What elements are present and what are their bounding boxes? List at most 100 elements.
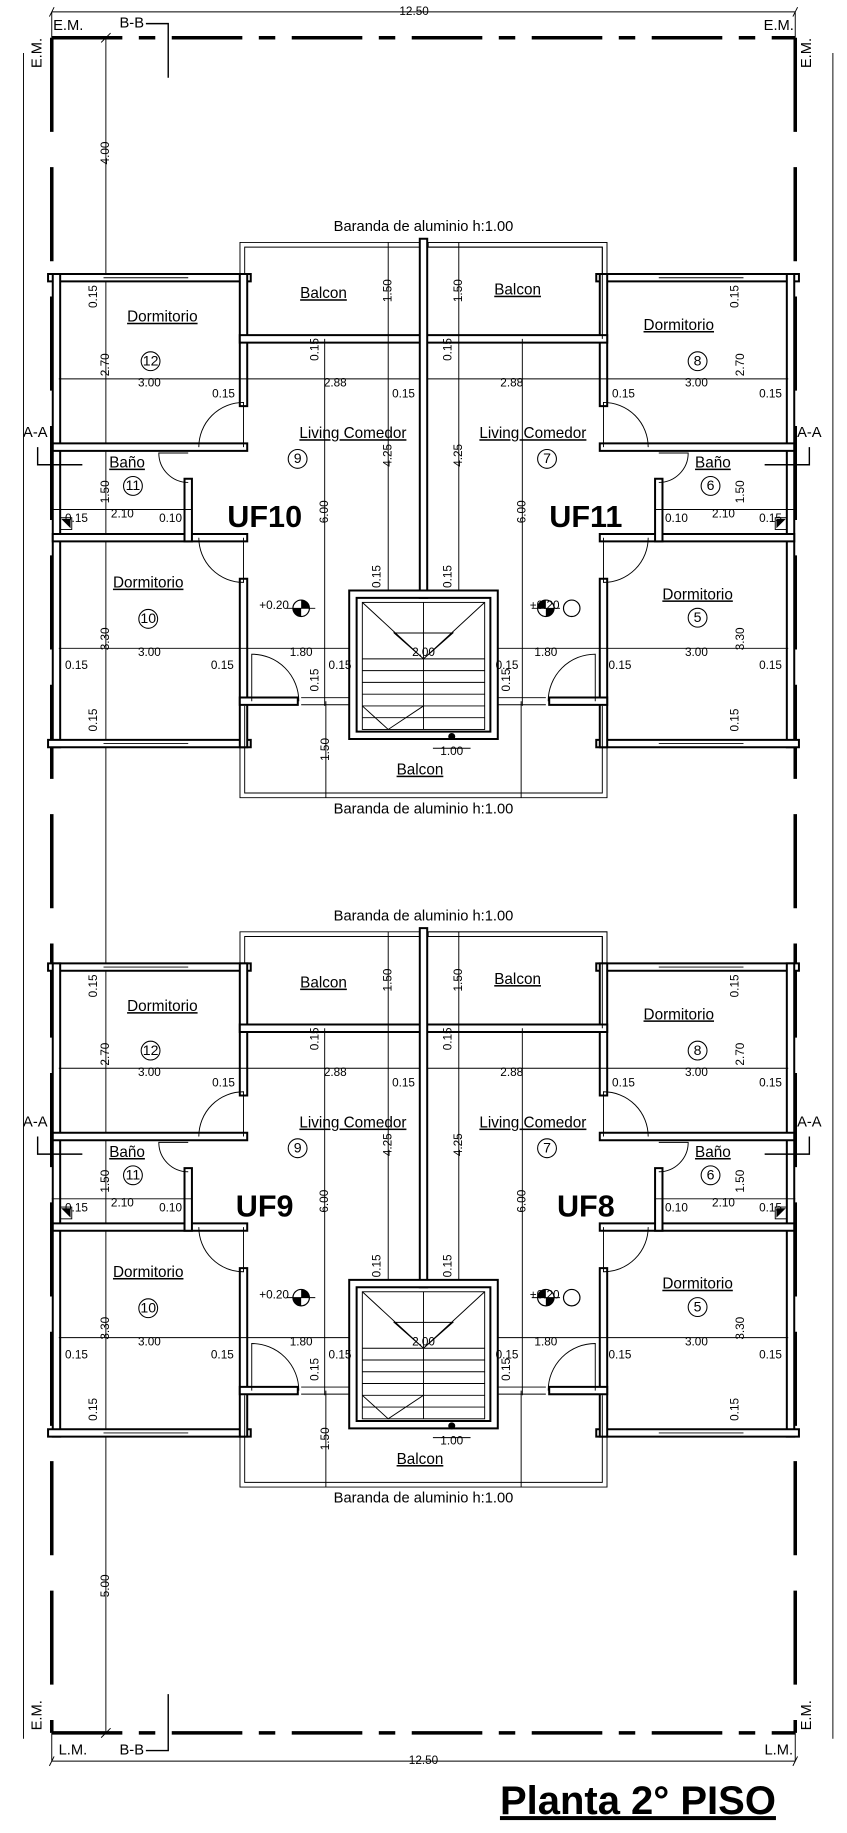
dimension-label: 0.15 [212,1077,235,1090]
dimension-label: 6.00 [515,1189,528,1212]
vertical-reference-lines [23,53,834,1739]
unit-left-geometry [36,931,425,1488]
level-marker-icon [562,1288,581,1307]
shower-corner-icon [776,518,786,529]
dimension-label: 4.25 [452,1133,465,1156]
room-number-left: 9 [294,450,302,466]
unit-label-right: UF8 [557,1189,615,1223]
room-label-right: Living Comedor [479,1115,586,1132]
dimension-label: 6.00 [318,500,331,523]
dimension-label: 0.15 [87,974,100,997]
railing-note-top: Baranda de aluminio h:1.00 [334,219,514,235]
dimension-label: 0.15 [308,1358,321,1381]
dimension-label: 0.10 [159,512,182,525]
room-number-circle [122,1165,143,1186]
wall-stair-core [348,1278,499,1430]
room-number-right: 5 [694,1298,702,1314]
level-marker-icon [531,1288,560,1307]
room-label-left: Living Comedor [299,1115,406,1132]
section-aa-marker [36,447,83,466]
room-label-left: Living Comedor [299,425,406,442]
em-label-top-left: E.M. [53,18,83,34]
dimension-label: 1.50 [734,1169,747,1192]
dimension-line-top [48,6,799,38]
window-dorm-lower [658,739,744,748]
dimension-lines [51,931,420,1488]
dimension-label: 0.15 [759,1077,782,1090]
level-marker-icon [287,599,316,618]
dimension-label: 0.15 [212,387,235,400]
dimension-label: 0.15 [759,1201,782,1214]
dim-stair-width: 2.00 [412,646,435,659]
window-living-bottom [301,1386,353,1395]
dimension-label: 2.70 [99,353,112,376]
em-label-right-bottom: E.M. [799,1700,815,1730]
dimension-label: 1.80 [290,646,313,659]
dimension-label: 0.15 [728,974,741,997]
room-number-circle [138,608,159,629]
level-marker-icon [531,599,560,618]
dimension-label: 0.15 [308,338,321,361]
dimension-label: 3.00 [685,646,708,659]
room-number-circle [287,448,308,469]
room-label-shared-balcony: Balcon [397,1451,444,1468]
shower-tray [774,1206,788,1220]
room-number-circle [140,351,161,372]
door-dorm-lower [198,1227,244,1273]
dimension-label: 0.10 [665,512,688,525]
dim-stair-landing: 1.00 [440,745,463,758]
door-dorm-upper [198,1091,244,1137]
dimension-label: 0.15 [612,387,635,400]
door-dorm-upper [603,1091,649,1137]
room-number-left: 12 [143,1042,159,1058]
shared-balcony-railing [239,1390,608,1488]
room-label-left: Baño [109,1144,145,1161]
door-entry [251,1343,300,1391]
window-living-bottom [301,697,353,706]
balcony-railing-right [427,241,608,339]
railing-note-bottom: Baranda de aluminio h:1.00 [334,801,514,817]
room-number-left: 10 [140,610,156,626]
room-number-circle [140,1040,161,1061]
dimension-label: 0.15 [211,1348,234,1361]
window-dorm-lower [658,1428,744,1437]
room-label-right: Dormitorio [644,317,714,334]
shower-corner-icon [61,518,71,529]
shower-tray [59,517,73,530]
dimension-label: 0.15 [728,708,741,731]
dimension-label: 1.80 [290,1335,313,1348]
dimension-label: 1.80 [534,646,557,659]
dimension-label: 0.10 [665,1201,688,1214]
door-bathroom [658,452,689,483]
dimension-label: 0.15 [500,668,513,691]
level-mark-right: +0.20 [530,1288,560,1301]
em-label-left-bottom: E.M. [30,1700,46,1730]
dimension-label: 2.70 [734,1042,747,1065]
room-label-right: Living Comedor [479,425,586,442]
section-bb-bottom-marker [145,1694,169,1752]
room-label-right: Dormitorio [644,1006,714,1023]
level-mark-right: +0.20 [530,599,560,612]
room-label-right: Dormitorio [662,586,732,603]
dimension-label: 2.10 [712,507,735,520]
dimension-label: 0.15 [65,1348,88,1361]
door-dorm-lower [198,537,244,583]
dimension-label: 0.15 [759,512,782,525]
door-bathroom [158,452,189,483]
overall-width-top: 12.50 [399,5,429,18]
window-dorm-lower [103,739,189,748]
lm-label-right: L.M. [764,1742,793,1758]
unit-label-left: UF9 [236,1189,294,1223]
window-balcony [294,334,353,343]
room-number-circle [687,1297,708,1318]
dimension-label: 0.15 [441,1027,454,1050]
plan-title: Planta 2° PISO [500,1779,776,1823]
dimension-lines [427,242,796,798]
dimension-label: 0.15 [65,512,88,525]
room-label-right: Balcon [494,971,541,988]
shower-corner-icon [776,1208,786,1218]
shower-corner-icon [61,1208,71,1218]
dimension-label: 0.15 [392,387,415,400]
window-living-bottom [494,697,546,706]
